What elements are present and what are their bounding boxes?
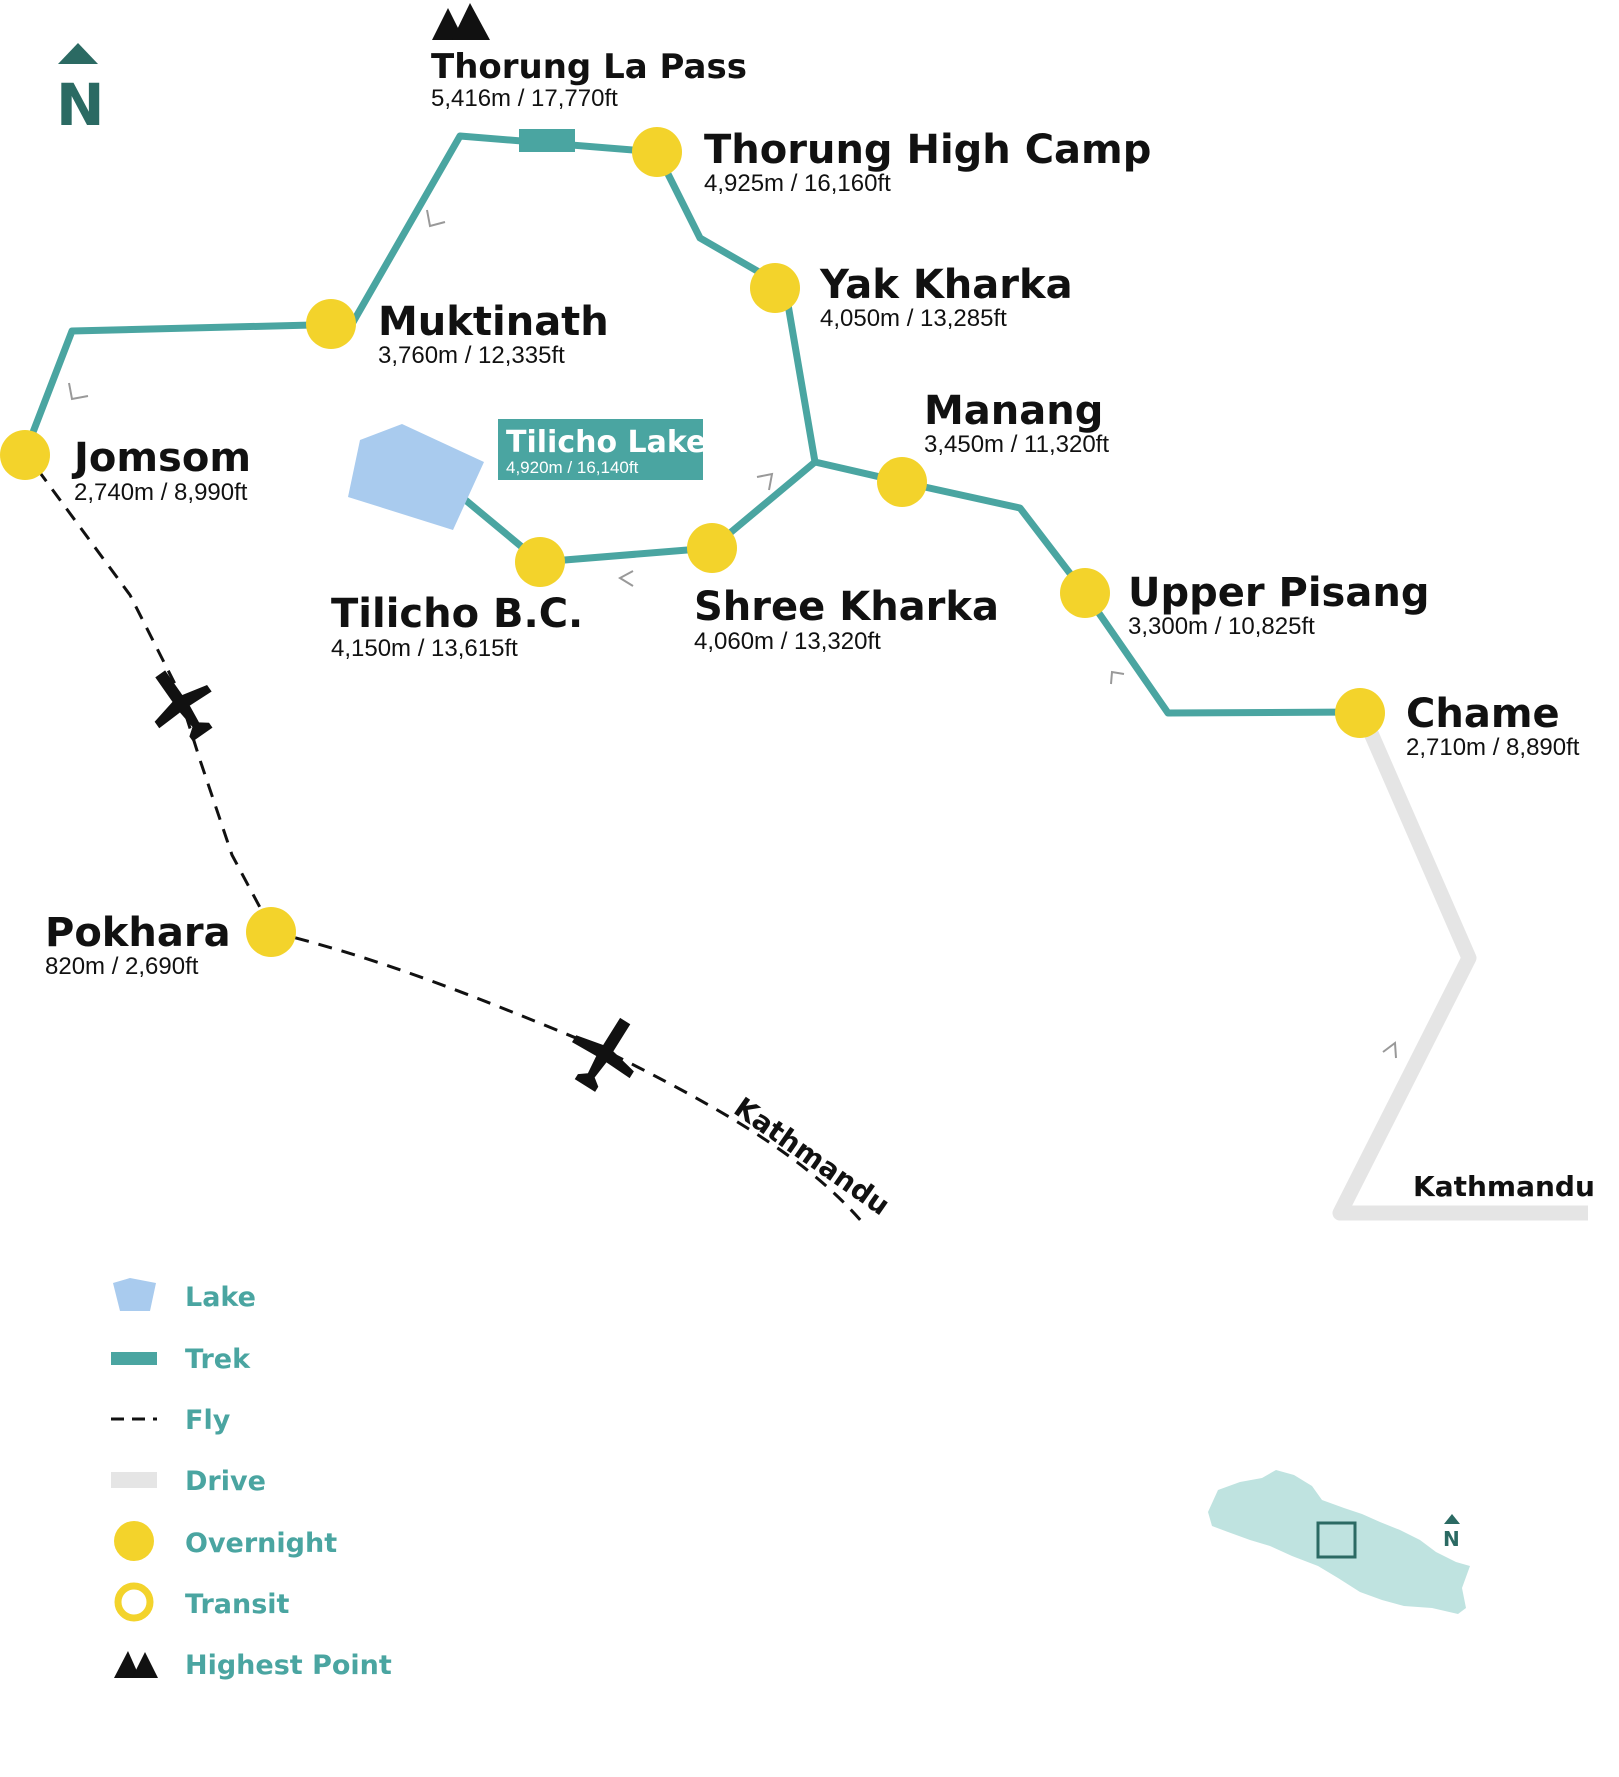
overnight-circle-thorung-high-camp — [632, 127, 682, 177]
legend-transit-icon — [114, 1582, 154, 1622]
legend-drive-icon — [111, 1472, 157, 1488]
fly-route-pokhara-kathmandu — [271, 930, 864, 1223]
direction-arrow-icon — [617, 570, 634, 587]
tilicho-lake-shape — [348, 424, 484, 530]
place-name-thorung-la-pass: Thorung La Pass — [431, 47, 747, 87]
place-name-shree-kharka: Shree Kharka — [694, 584, 999, 630]
mini-north-arrow-icon — [1444, 1514, 1460, 1524]
tilicho-lake-name: Tilicho Lake — [506, 425, 706, 460]
place-name-kathmandu-drive: Kathmandu — [1413, 1170, 1595, 1203]
legend-overnight-label: Overnight — [185, 1528, 337, 1559]
nepal-outline — [1208, 1470, 1470, 1614]
direction-arrow-icon — [1110, 670, 1125, 685]
place-name-muktinath: Muktinath — [378, 299, 609, 345]
overnight-circle-pokhara — [246, 907, 296, 957]
tilicho-lake-alt: 4,920m / 16,140ft — [506, 458, 639, 477]
overnight-stops — [0, 127, 1385, 957]
overnight-circle-yak-kharka — [750, 263, 800, 313]
overnight-circle-muktinath — [306, 299, 356, 349]
mini-north-label: N — [1443, 1527, 1460, 1551]
trek-route-tilicho — [454, 459, 818, 566]
direction-arrow-icon — [756, 472, 774, 491]
legend-fly-label: Fly — [185, 1405, 231, 1436]
legend-transit-label: Transit — [185, 1589, 290, 1620]
place-alt-upper-pisang: 3,300m / 10,825ft — [1128, 613, 1315, 640]
overnight-circle-jomsom — [0, 430, 50, 480]
north-arrow-icon: N — [56, 43, 105, 139]
place-name-manang: Manang — [924, 388, 1103, 434]
place-alt-chame: 2,710m / 8,890ft — [1406, 734, 1580, 761]
locator-box — [1316, 1521, 1357, 1559]
place-name-kathmandu-fly: Kathmandu — [728, 1091, 896, 1222]
overnight-circle-tilicho-bc — [515, 537, 565, 587]
overnight-circle-upper-pisang — [1060, 568, 1110, 618]
place-alt-tilicho-bc: 4,150m / 13,615ft — [331, 635, 518, 662]
legend-lake-icon — [113, 1278, 156, 1311]
overnight-circle-chame — [1335, 688, 1385, 738]
place-alt-shree-kharka: 4,060m / 13,320ft — [694, 628, 881, 655]
drive-route — [1332, 705, 1588, 1221]
locator-map: N — [1208, 1470, 1470, 1614]
direction-arrow-icon — [1382, 1041, 1397, 1059]
legend-overnight-icon — [114, 1521, 154, 1561]
place-name-upper-pisang: Upper Pisang — [1128, 570, 1429, 616]
airplane-icon — [571, 1017, 634, 1092]
tilicho-lake-label-box — [498, 419, 703, 480]
overnight-circle-manang — [877, 457, 927, 507]
legend-lake-label: Lake — [185, 1282, 256, 1313]
place-name-yak-kharka: Yak Kharka — [819, 262, 1073, 308]
legend: Lake Trek Fly Drive Overnight Transit Hi… — [111, 1278, 392, 1681]
legend-drive-label: Drive — [185, 1466, 266, 1497]
legend-trek-icon — [111, 1352, 157, 1365]
place-alt-pokhara: 820m / 2,690ft — [45, 953, 199, 980]
direction-arrow-icon — [426, 209, 446, 228]
airplane-icon — [154, 670, 213, 742]
place-name-jomsom: Jomsom — [71, 435, 251, 481]
place-name-pokhara: Pokhara — [45, 910, 231, 956]
fly-route-jomsom-pokhara — [36, 469, 274, 931]
north-label: N — [56, 71, 105, 139]
place-name-chame: Chame — [1406, 691, 1560, 737]
direction-arrows — [68, 209, 1397, 1059]
overnight-circle-shree-kharka — [687, 523, 737, 573]
place-alt-muktinath: 3,760m / 12,335ft — [378, 342, 565, 369]
direction-arrow-icon — [68, 382, 89, 401]
place-alt-manang: 3,450m / 11,320ft — [924, 431, 1109, 458]
place-alt-yak-kharka: 4,050m / 13,285ft — [820, 305, 1007, 332]
thorung-la-pass-marker — [519, 129, 575, 152]
legend-highest-point-icon — [114, 1651, 158, 1678]
place-alt-thorung-la-pass: 5,416m / 17,770ft — [431, 85, 618, 112]
place-name-tilicho-bc: Tilicho B.C. — [331, 591, 583, 637]
place-name-thorung-high-camp: Thorung High Camp — [704, 127, 1151, 173]
place-alt-jomsom: 2,740m / 8,990ft — [74, 479, 248, 506]
place-alt-thorung-high-camp: 4,925m / 16,160ft — [704, 170, 891, 197]
legend-trek-label: Trek — [185, 1344, 251, 1375]
highest-point-icon — [432, 3, 490, 40]
legend-highest-point-label: Highest Point — [185, 1650, 392, 1681]
